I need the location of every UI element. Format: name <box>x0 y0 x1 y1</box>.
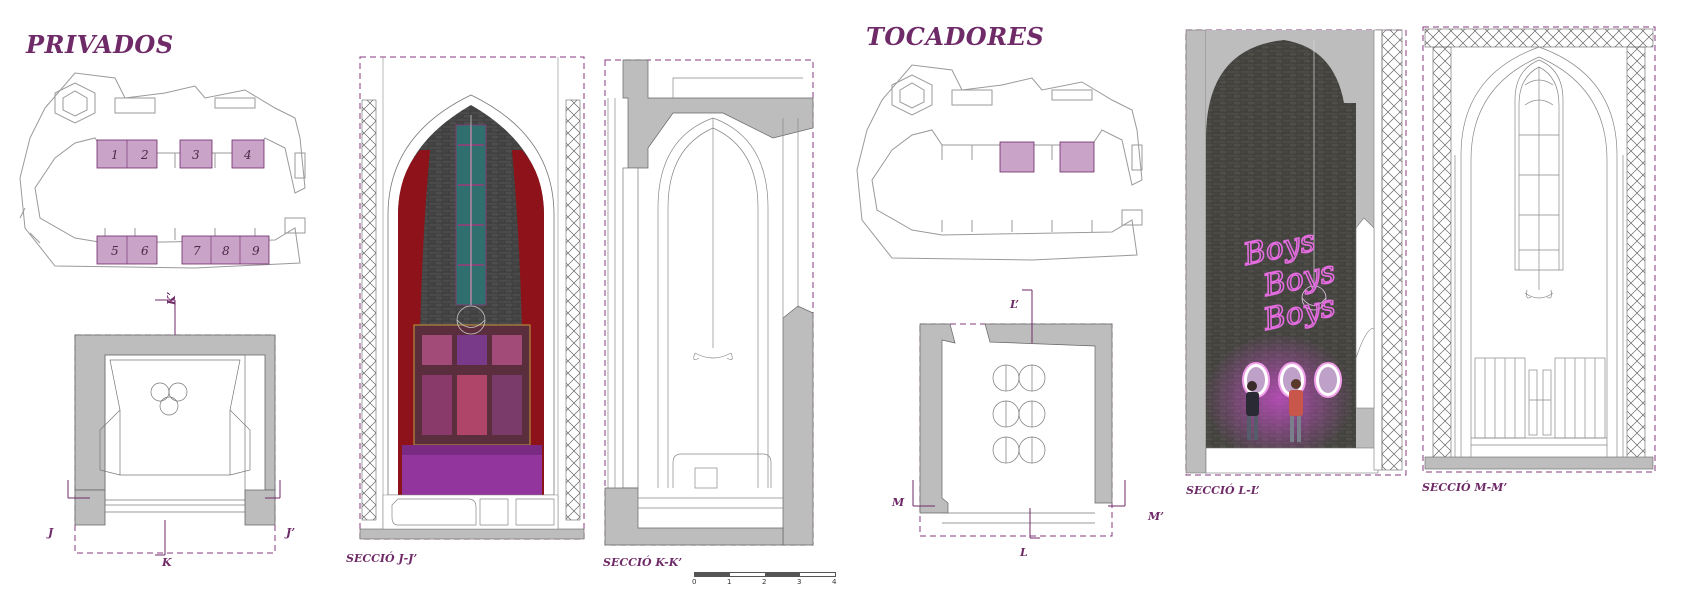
section-jj <box>359 56 585 540</box>
cut-label-j-prime: J’ <box>284 526 295 539</box>
room-number: 7 <box>193 244 201 258</box>
tocadores-room-plan: L’ L M M’ <box>891 289 1164 559</box>
scale-tick-label: 4 <box>832 578 837 586</box>
room-number: 9 <box>252 244 260 258</box>
room-number: 1 <box>111 148 119 162</box>
cut-label-m-prime: M’ <box>1147 510 1164 523</box>
section-kk <box>604 59 814 546</box>
room-number: 6 <box>141 244 149 258</box>
privados-title: PRIVADOS <box>26 30 174 59</box>
scale-tick-label: 2 <box>762 578 767 586</box>
caption-section-kk: SECCIÓ K-K’ <box>603 556 683 569</box>
section-mm <box>1422 26 1656 473</box>
caption-section-mm: SECCIÓ M-M’ <box>1422 481 1508 494</box>
cut-label-m: M <box>891 496 905 509</box>
cut-label-l: L <box>1019 546 1028 559</box>
room-number: 4 <box>243 148 252 162</box>
room-number: 8 <box>222 244 230 258</box>
tocadores-title: TOCADORES <box>866 22 1045 51</box>
scale-tick-label: 1 <box>727 578 732 586</box>
room-number: 3 <box>192 148 200 162</box>
scale-bar: 0 1 2 3 4 <box>692 572 837 590</box>
cut-label-k-prime: K’ <box>165 291 178 306</box>
scale-tick-label: 3 <box>797 578 802 586</box>
scale-tick-label: 0 <box>692 578 697 586</box>
caption-section-ll: SECCIÓ L-L’ <box>1186 484 1260 497</box>
tocadores-floor-plan <box>856 64 1143 261</box>
room-number: 5 <box>111 244 119 258</box>
privados-floor-plan: 1 2 3 4 5 6 7 8 9 <box>19 72 306 269</box>
cut-label-k: K <box>161 556 172 569</box>
people-figures <box>1246 379 1303 442</box>
section-ll: Boys Boys Boys <box>1185 29 1407 476</box>
privados-room-plan: K’ K J J’ <box>46 291 295 569</box>
cut-label-l-prime: L’ <box>1009 298 1019 311</box>
caption-section-jj: SECCIÓ J-J’ <box>346 552 418 565</box>
scale-bar-rule <box>694 572 836 577</box>
room-number: 2 <box>140 148 149 162</box>
cut-label-j: J <box>46 526 54 539</box>
